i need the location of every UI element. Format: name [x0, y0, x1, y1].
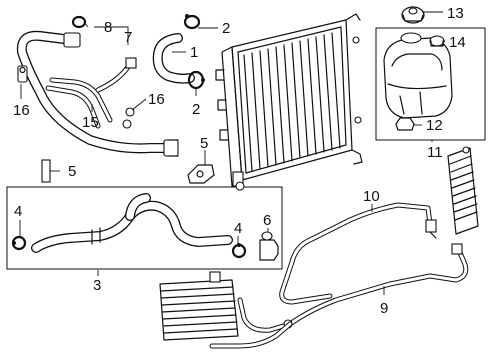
callout-8: 8 — [104, 19, 112, 36]
callout-5-center: 5 — [200, 135, 208, 152]
reservoir-grommet — [395, 117, 415, 131]
callout-16-left: 16 — [13, 102, 30, 119]
hose-group-box — [6, 186, 283, 270]
cooler-line-upper — [279, 202, 437, 305]
cooler-line-lower — [237, 243, 469, 333]
hose-clamp-upper — [183, 14, 201, 30]
callout-1: 1 — [190, 44, 198, 61]
oil-cooler-lower — [159, 271, 239, 341]
callout-7: 7 — [124, 29, 132, 46]
callout-3: 3 — [93, 277, 101, 294]
reservoir-cap — [401, 6, 425, 24]
callout-11: 11 — [427, 144, 443, 161]
oil-cooler-upper — [447, 146, 479, 235]
radiator — [215, 13, 363, 191]
callout-6: 6 — [263, 212, 271, 229]
radiator-inlet-hose — [152, 33, 195, 84]
hose-clip-left — [17, 65, 28, 83]
reservoir-cap-small — [429, 35, 445, 47]
hose-clamp-box-right — [231, 243, 247, 259]
leader-lines — [19, 11, 445, 295]
callout-10: 10 — [363, 188, 380, 205]
fitting-sensor — [259, 231, 279, 261]
callout-16-right: 16 — [148, 91, 165, 108]
callout-13: 13 — [447, 5, 464, 22]
callout-5-left: 5 — [68, 163, 76, 180]
hose-clamp-box-left — [11, 235, 27, 251]
callout-12: 12 — [426, 117, 443, 134]
callout-15: 15 — [82, 114, 99, 131]
lower-radiator-hose — [31, 193, 233, 253]
callout-2-lower: 2 — [192, 101, 200, 118]
callout-2-upper: 2 — [222, 20, 230, 37]
cooler-line-bottom — [209, 321, 293, 349]
mount-bracket — [187, 164, 215, 184]
coolant-reservoir — [383, 32, 453, 119]
upper-hose-assembly — [16, 30, 179, 157]
o-ring — [71, 15, 87, 29]
callout-4-left: 4 — [14, 203, 22, 220]
callout-4-right: 4 — [234, 220, 242, 237]
small-bracket — [41, 159, 51, 183]
callout-14: 14 — [449, 34, 466, 51]
callout-9: 9 — [380, 300, 388, 317]
callout-labels: 8 7 2 1 2 5 5 16 15 16 4 4 6 3 13 14 12 … — [13, 5, 466, 317]
reservoir-group-box — [375, 27, 486, 141]
